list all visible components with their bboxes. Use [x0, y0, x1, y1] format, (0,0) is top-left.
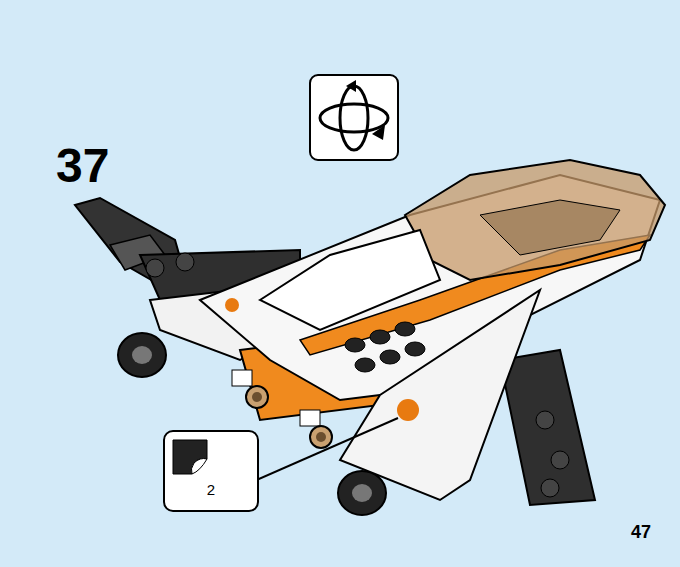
- studs: [345, 322, 425, 372]
- page-number: 47: [631, 522, 651, 543]
- sticker-icon: [170, 437, 210, 477]
- sticker-callout: 2: [163, 430, 259, 512]
- nose-block: [260, 230, 440, 330]
- rotate-icon: [310, 75, 398, 160]
- leader-line: [252, 418, 398, 482]
- canopy-inner: [480, 200, 620, 255]
- sticker-number: 2: [165, 481, 257, 498]
- logo-decal: [225, 298, 419, 421]
- step-number: 37: [56, 138, 109, 193]
- canopy: [405, 160, 665, 280]
